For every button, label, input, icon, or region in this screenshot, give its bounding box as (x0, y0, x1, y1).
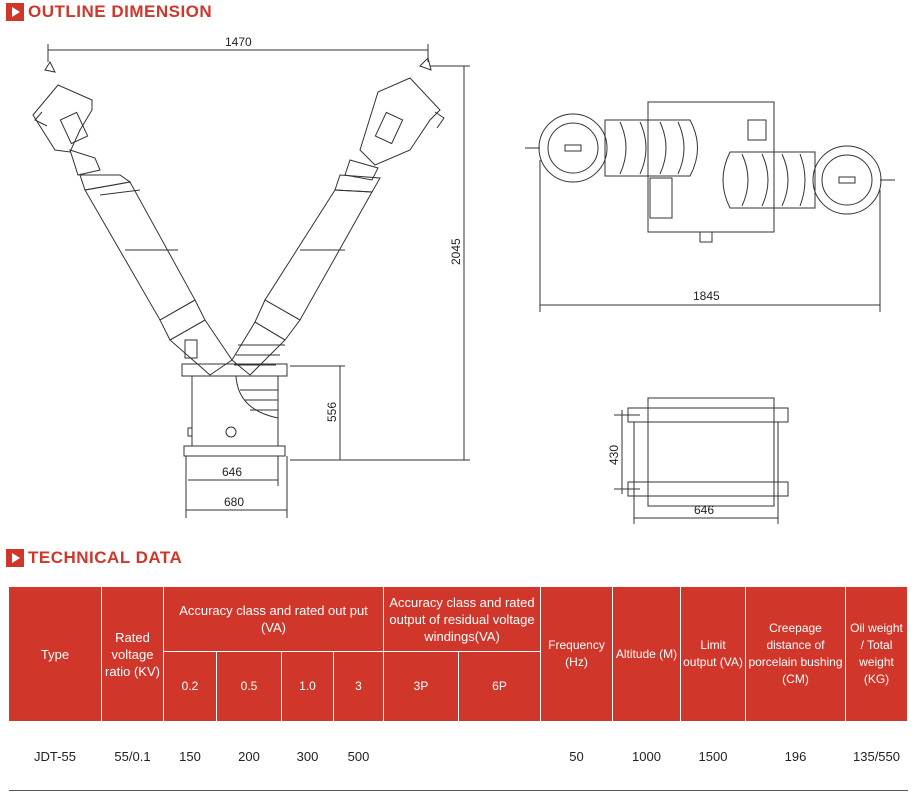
dim-646-base: 646 (222, 465, 242, 479)
right-bushing (231, 57, 445, 376)
cell-frequency: 50 (540, 721, 613, 791)
table-row: JDT-55 55/0.1 150 200 300 500 50 1000 15… (8, 721, 908, 791)
subheader-3p: 3P (383, 651, 459, 722)
subheader-3: 3 (333, 651, 384, 722)
cell-limit-output: 1500 (680, 721, 746, 791)
play-arrow-icon (6, 549, 24, 567)
outline-title-text: OUTLINE DIMENSION (28, 2, 213, 21)
header-rated-ratio: Rated voltage ratio (KV) (101, 586, 164, 722)
header-accuracy: Accuracy class and rated out put (VA) (163, 586, 384, 652)
dim-2045: 2045 (449, 238, 463, 265)
cell-ratio: 55/0.1 (101, 721, 164, 791)
header-type: Type (8, 586, 102, 722)
dim-646-side: 646 (694, 503, 714, 517)
tech-title-text: TECHNICAL DATA (28, 548, 183, 567)
cell-6p (458, 721, 541, 791)
header-residual: Accuracy class and rated output of resid… (383, 586, 541, 652)
cell-02: 150 (163, 721, 217, 791)
technical-data-heading: TECHNICAL DATA (6, 548, 182, 568)
cell-3: 500 (333, 721, 384, 791)
dim-430: 430 (607, 445, 621, 465)
header-creepage: Creepage distance of porcelain bushing (… (745, 586, 846, 722)
cell-weight: 135/550 (845, 721, 908, 791)
subheader-1-0: 1.0 (281, 651, 334, 722)
dim-680: 680 (224, 495, 244, 509)
cell-10: 300 (281, 721, 334, 791)
technical-data-table: Type Rated voltage ratio (KV) Accuracy c… (8, 586, 908, 791)
cell-type: JDT-55 (8, 721, 102, 791)
play-arrow-icon (6, 3, 24, 21)
cell-altitude: 1000 (612, 721, 681, 791)
cell-3p (383, 721, 459, 791)
cell-creepage: 196 (745, 721, 846, 791)
outline-drawing: 1470 2045 556 646 680 1845 430 646 (32, 35, 895, 524)
outline-dimension-heading: OUTLINE DIMENSION (6, 2, 212, 22)
cell-05: 200 (216, 721, 282, 791)
subheader-6p: 6P (458, 651, 541, 722)
header-altitude: Altitude (M) (612, 586, 681, 722)
header-weight: Oil weight / Total weight (KG) (845, 586, 908, 722)
dim-556: 556 (325, 402, 339, 422)
header-limit-output: Limit output (VA) (680, 586, 746, 722)
dim-1470: 1470 (225, 35, 252, 49)
dimension-labels: 1470 2045 556 646 680 1845 430 646 (222, 35, 720, 517)
dim-1845: 1845 (693, 289, 720, 303)
side-view (614, 397, 789, 524)
plan-view (525, 101, 895, 312)
left-bushing (32, 60, 233, 376)
header-frequency: Frequency (Hz) (540, 586, 613, 722)
subheader-0-2: 0.2 (163, 651, 217, 722)
base-tank (181, 363, 288, 457)
left-dimension-lines (47, 44, 470, 518)
subheader-0-5: 0.5 (216, 651, 282, 722)
